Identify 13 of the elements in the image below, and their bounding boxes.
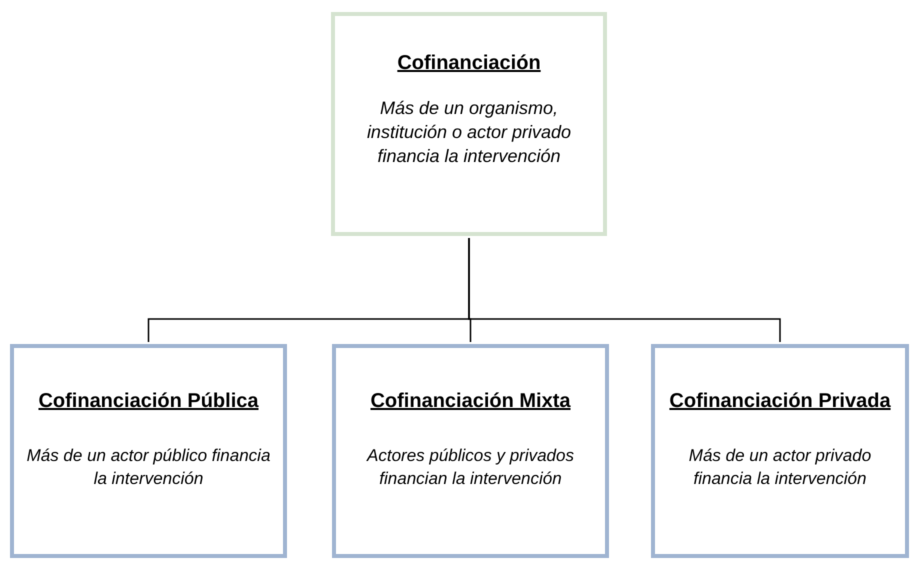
box-description: Más de un actor público financia la intervención bbox=[26, 445, 272, 490]
box-heading: Cofinanciación Privada bbox=[669, 389, 891, 414]
box-heading: Cofinanciación Pública bbox=[38, 389, 259, 414]
connector-line bbox=[468, 238, 781, 342]
box-heading: Cofinanciación Mixta bbox=[370, 389, 571, 414]
box-description: Más de un organismo, institución o actor privado financia la intervención bbox=[366, 97, 572, 168]
org-box bbox=[332, 344, 609, 558]
box-description: Más de un actor privado financia la intervención bbox=[688, 445, 872, 490]
box-description: Actores públicos y privados financian la intervención bbox=[365, 445, 575, 490]
org-box bbox=[651, 344, 909, 558]
box-heading: Cofinanciación bbox=[397, 51, 541, 76]
org-box bbox=[331, 12, 607, 236]
org-box bbox=[10, 344, 287, 558]
